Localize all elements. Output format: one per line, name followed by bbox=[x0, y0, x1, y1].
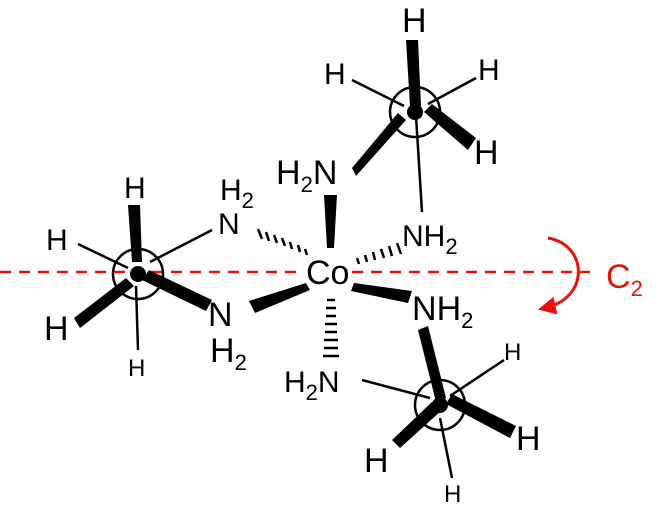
hydrogen-bottom-right-label: H bbox=[516, 420, 541, 458]
hydrogen-top-left-label: H bbox=[324, 58, 346, 91]
c2-rotation-arrow bbox=[537, 236, 580, 315]
bond-c-h-top-left bbox=[351, 78, 405, 108]
nitrogen-upper-left-label: N bbox=[218, 208, 240, 241]
hydrogen-bottom-upper-right-label: H bbox=[504, 339, 521, 366]
nitrogen-top-label: H2N bbox=[276, 154, 337, 197]
nitrogen-lower-right-label: NH2 bbox=[412, 290, 473, 333]
carbon-dot-left bbox=[130, 266, 146, 282]
bond-n-c-bottom bbox=[361, 378, 431, 400]
carbon-circle-left bbox=[111, 247, 165, 301]
carbon-dot-bottom bbox=[432, 397, 448, 413]
hydrogen-left-lower-label: H bbox=[44, 310, 69, 348]
hydrogen-bottom-label: H bbox=[444, 481, 461, 508]
hydrogen-left-upper-label: H bbox=[46, 224, 68, 257]
carbon-dot-top bbox=[407, 104, 423, 120]
bond-c-h-left-top bbox=[128, 205, 142, 262]
nitrogen-bottom-label: H2N bbox=[284, 366, 340, 405]
hydrogen-lower-left-h2-label: H2 bbox=[210, 332, 247, 375]
hydrogen-top-label: H bbox=[402, 2, 427, 40]
bond-n-c-bottom-wedge bbox=[418, 326, 446, 402]
nitrogen-right-label: NH2 bbox=[402, 220, 458, 259]
hydrogen-top-lower-right-label: H bbox=[474, 134, 499, 172]
bond-co-n-right bbox=[355, 242, 403, 265]
carbon-circle-bottom bbox=[413, 378, 467, 432]
bond-c-n-left-lower bbox=[142, 270, 212, 311]
hydrogen-left-top-label: H bbox=[124, 172, 146, 205]
bond-c-h-bottom bbox=[438, 417, 454, 479]
bond-co-n-bottom bbox=[323, 298, 339, 358]
cobalt-label: Co bbox=[306, 254, 349, 292]
bond-c-h-bottom-left bbox=[392, 402, 442, 448]
bond-c-n-left-upper bbox=[149, 228, 213, 264]
bond-c-h-top bbox=[406, 40, 421, 106]
bond-c-h-bottom-upper-right bbox=[449, 358, 505, 398]
hydrogen-upper-left-h2-label: H2 bbox=[220, 174, 254, 213]
bond-c-h-left-bottom bbox=[134, 285, 140, 351]
hydrogen-bottom-left-label: H bbox=[364, 442, 389, 480]
bond-c-h-left-lower bbox=[74, 278, 134, 328]
bond-co-n-upper-left bbox=[256, 228, 309, 256]
c2-axis-label: C2 bbox=[606, 258, 643, 301]
bond-c-h-top-lower-right bbox=[424, 104, 476, 150]
bond-n-c-top bbox=[352, 113, 406, 176]
bond-c-h-top-right bbox=[427, 76, 477, 106]
hydrogen-top-right-label: H bbox=[478, 54, 500, 87]
nitrogen-lower-left-label: N bbox=[208, 296, 233, 334]
bond-co-n-lower-left bbox=[249, 283, 310, 313]
carbon-circle-top bbox=[388, 85, 442, 139]
bond-c-h-bottom-right bbox=[446, 394, 516, 438]
bond-co-n-top bbox=[324, 195, 337, 248]
bond-co-n-lower-right bbox=[351, 283, 412, 303]
bond-c-n-top-right bbox=[414, 115, 424, 213]
bond-c-h-left-upper bbox=[77, 242, 129, 270]
hydrogen-left-bottom-label: H bbox=[128, 355, 145, 382]
